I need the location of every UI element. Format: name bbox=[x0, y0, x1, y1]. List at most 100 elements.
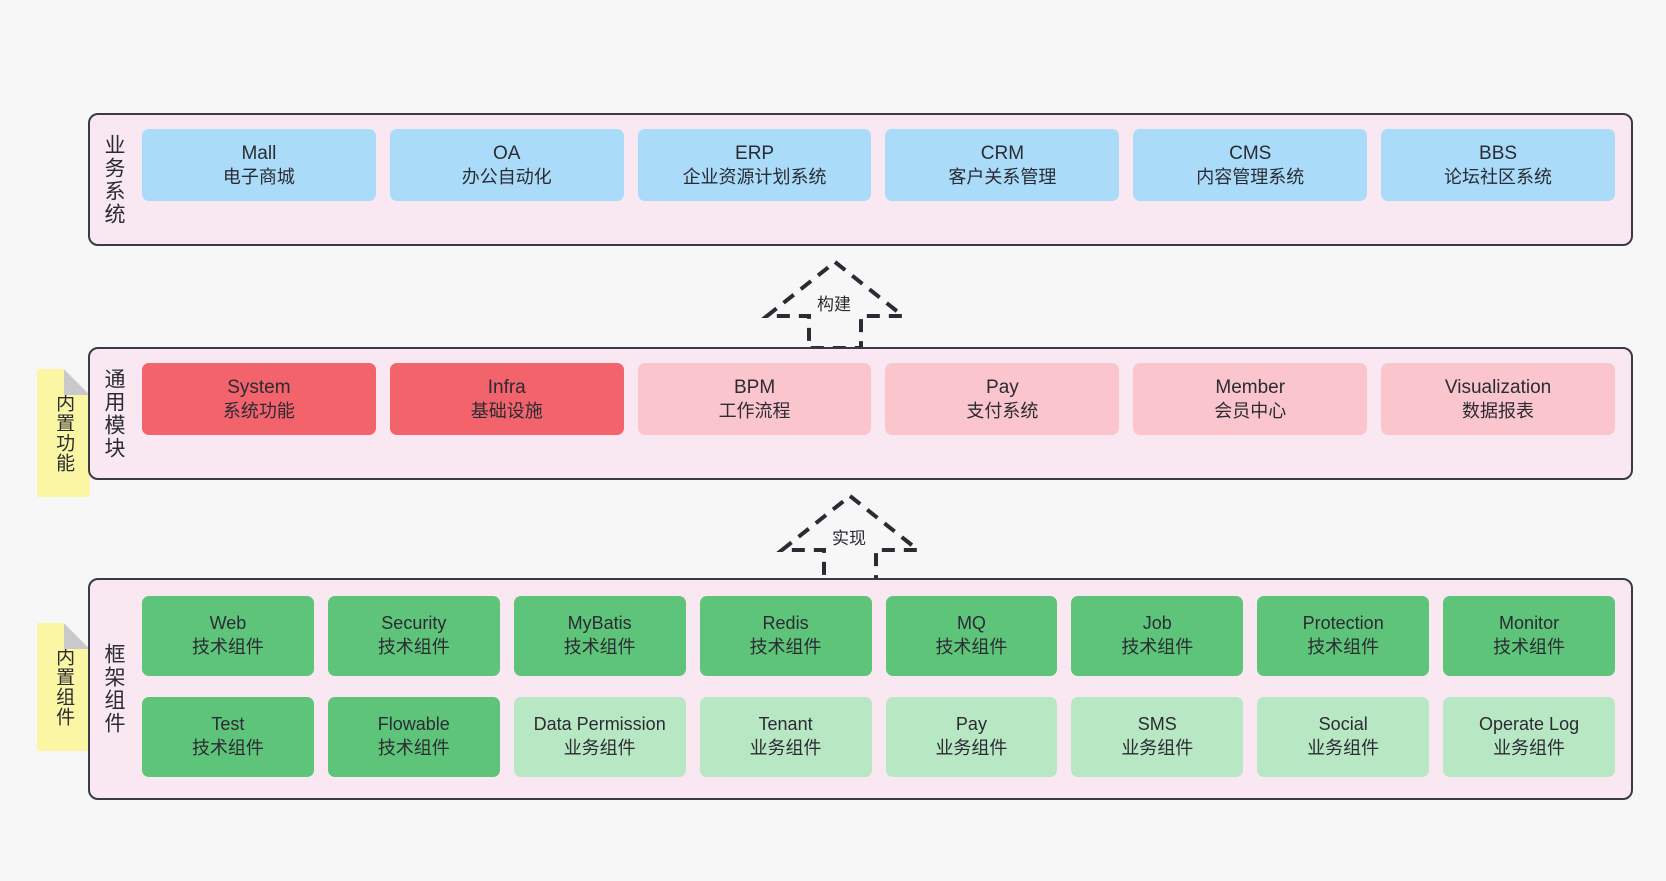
card-title: Pay bbox=[955, 714, 987, 735]
card-title: Web bbox=[209, 613, 247, 634]
card-subtitle: 业务组件 bbox=[1121, 738, 1194, 758]
card-subtitle: 技术组件 bbox=[563, 637, 636, 657]
card-operate-log[interactable]: Operate Log 业务组件 bbox=[1443, 697, 1615, 777]
card-title: BBS bbox=[1479, 142, 1518, 164]
card-title: OA bbox=[493, 142, 521, 164]
card-oa[interactable]: OA 办公自动化 bbox=[389, 129, 624, 201]
card-subtitle: 办公自动化 bbox=[461, 166, 552, 187]
card-title: Test bbox=[211, 714, 245, 735]
card-bpm[interactable]: BPM 工作流程 bbox=[637, 363, 872, 435]
card-title: Redis bbox=[762, 613, 809, 634]
card-social[interactable]: Social 业务组件 bbox=[1257, 697, 1430, 777]
card-subtitle: 技术组件 bbox=[935, 637, 1008, 657]
card-tenant[interactable]: Tenant 业务组件 bbox=[699, 697, 872, 777]
generalization-arrow-build-icon: 构建 bbox=[755, 258, 915, 350]
card-subtitle: 系统功能 bbox=[222, 400, 295, 421]
card-title: Security bbox=[381, 613, 447, 634]
card-subtitle: 工作流程 bbox=[718, 400, 791, 421]
sticky-note-text: 内置功能 bbox=[53, 393, 75, 473]
card-mq[interactable]: MQ 技术组件 bbox=[885, 596, 1058, 676]
card-title: Mall bbox=[241, 142, 277, 164]
card-subtitle: 技术组件 bbox=[1493, 637, 1566, 657]
layer-title-framework-components: 框架组件 bbox=[102, 643, 126, 735]
card-row: Mall 电子商城 OA 办公自动化 ERP 企业资源计划系统 CRM 客户关系… bbox=[142, 129, 1615, 230]
card-test[interactable]: Test 技术组件 bbox=[142, 697, 314, 777]
card-subtitle: 业务组件 bbox=[749, 738, 822, 758]
card-monitor[interactable]: Monitor 技术组件 bbox=[1443, 596, 1615, 676]
card-title: Monitor bbox=[1499, 613, 1560, 634]
card-subtitle: 技术组件 bbox=[191, 637, 264, 657]
card-system[interactable]: System 系统功能 bbox=[142, 363, 376, 435]
layer-body-business-systems: Mall 电子商城 OA 办公自动化 ERP 企业资源计划系统 CRM 客户关系… bbox=[136, 115, 1631, 244]
layer-body-framework-components: Web 技术组件 Security 技术组件 MyBatis 技术组件 Redi… bbox=[136, 580, 1631, 798]
card-visualization[interactable]: Visualization 数据报表 bbox=[1381, 363, 1615, 435]
card-subtitle: 业务组件 bbox=[1493, 738, 1566, 758]
generalization-arrow-implement-icon: 实现 bbox=[770, 492, 930, 584]
card-crm[interactable]: CRM 客户关系管理 bbox=[885, 129, 1120, 201]
card-title: Infra bbox=[487, 376, 526, 398]
card-subtitle: 业务组件 bbox=[935, 738, 1008, 758]
card-title: Flowable bbox=[377, 714, 450, 735]
card-pay[interactable]: Pay 支付系统 bbox=[885, 363, 1120, 435]
card-subtitle: 技术组件 bbox=[377, 738, 450, 758]
card-subtitle: 内容管理系统 bbox=[1196, 166, 1305, 187]
card-title: SMS bbox=[1137, 714, 1177, 735]
card-subtitle: 支付系统 bbox=[966, 400, 1039, 421]
card-sms[interactable]: SMS 业务组件 bbox=[1071, 697, 1244, 777]
card-subtitle: 电子商城 bbox=[222, 166, 295, 187]
card-subtitle: 技术组件 bbox=[749, 637, 822, 657]
card-erp[interactable]: ERP 企业资源计划系统 bbox=[637, 129, 872, 201]
card-member[interactable]: Member 会员中心 bbox=[1133, 363, 1368, 435]
card-title: CRM bbox=[980, 142, 1025, 164]
card-pay-component[interactable]: Pay 业务组件 bbox=[885, 697, 1058, 777]
card-subtitle: 基础设施 bbox=[470, 400, 543, 421]
card-infra[interactable]: Infra 基础设施 bbox=[389, 363, 624, 435]
card-title: BPM bbox=[733, 376, 776, 398]
card-subtitle: 技术组件 bbox=[1307, 637, 1380, 657]
card-title: Member bbox=[1215, 376, 1286, 398]
card-title: MyBatis bbox=[567, 613, 632, 634]
card-title: Protection bbox=[1302, 613, 1384, 634]
card-subtitle: 技术组件 bbox=[191, 738, 264, 758]
card-title: Pay bbox=[986, 376, 1019, 398]
card-protection[interactable]: Protection 技术组件 bbox=[1257, 596, 1430, 676]
card-subtitle: 论坛社区系统 bbox=[1444, 166, 1553, 187]
card-web[interactable]: Web 技术组件 bbox=[142, 596, 314, 676]
card-mall[interactable]: Mall 电子商城 bbox=[142, 129, 376, 201]
card-data-permission[interactable]: Data Permission 业务组件 bbox=[513, 697, 686, 777]
layer-body-common-modules: System 系统功能 Infra 基础设施 BPM 工作流程 Pay 支付系统… bbox=[136, 349, 1631, 478]
card-cms[interactable]: CMS 内容管理系统 bbox=[1133, 129, 1368, 201]
card-title: MQ bbox=[956, 613, 986, 634]
layer-common-modules: 通用模块 System 系统功能 Infra 基础设施 BPM 工作流程 Pay… bbox=[88, 347, 1633, 480]
card-title: Visualization bbox=[1444, 376, 1552, 398]
card-subtitle: 业务组件 bbox=[563, 738, 636, 758]
card-row: Web 技术组件 Security 技术组件 MyBatis 技术组件 Redi… bbox=[142, 596, 1615, 681]
card-subtitle: 业务组件 bbox=[1307, 738, 1380, 758]
layer-title-business-systems: 业务系统 bbox=[102, 133, 126, 226]
card-title: Data Permission bbox=[533, 714, 666, 735]
layer-title-common-modules: 通用模块 bbox=[102, 367, 126, 460]
sticky-note-text: 内置组件 bbox=[53, 647, 75, 727]
card-mybatis[interactable]: MyBatis 技术组件 bbox=[513, 596, 686, 676]
card-subtitle: 技术组件 bbox=[1121, 637, 1194, 657]
layer-framework-components: 框架组件 Web 技术组件 Security 技术组件 MyBatis 技术组件… bbox=[88, 578, 1633, 800]
sticky-note-builtin-components: 内置组件 bbox=[37, 623, 90, 751]
card-flowable[interactable]: Flowable 技术组件 bbox=[327, 697, 500, 777]
card-title: CMS bbox=[1229, 142, 1272, 164]
card-subtitle: 企业资源计划系统 bbox=[682, 166, 827, 187]
card-title: Social bbox=[1318, 714, 1368, 735]
card-row: Test 技术组件 Flowable 技术组件 Data Permission … bbox=[142, 697, 1615, 782]
card-security[interactable]: Security 技术组件 bbox=[327, 596, 500, 676]
card-title: Tenant bbox=[758, 714, 813, 735]
card-job[interactable]: Job 技术组件 bbox=[1071, 596, 1244, 676]
card-subtitle: 技术组件 bbox=[377, 637, 450, 657]
card-bbs[interactable]: BBS 论坛社区系统 bbox=[1381, 129, 1615, 201]
card-subtitle: 会员中心 bbox=[1214, 400, 1287, 421]
card-title: Job bbox=[1142, 613, 1172, 634]
card-redis[interactable]: Redis 技术组件 bbox=[699, 596, 872, 676]
arrow-label-implement: 实现 bbox=[832, 529, 866, 548]
card-title: ERP bbox=[735, 142, 775, 164]
card-title: System bbox=[227, 376, 291, 398]
card-title: Operate Log bbox=[1479, 714, 1580, 735]
